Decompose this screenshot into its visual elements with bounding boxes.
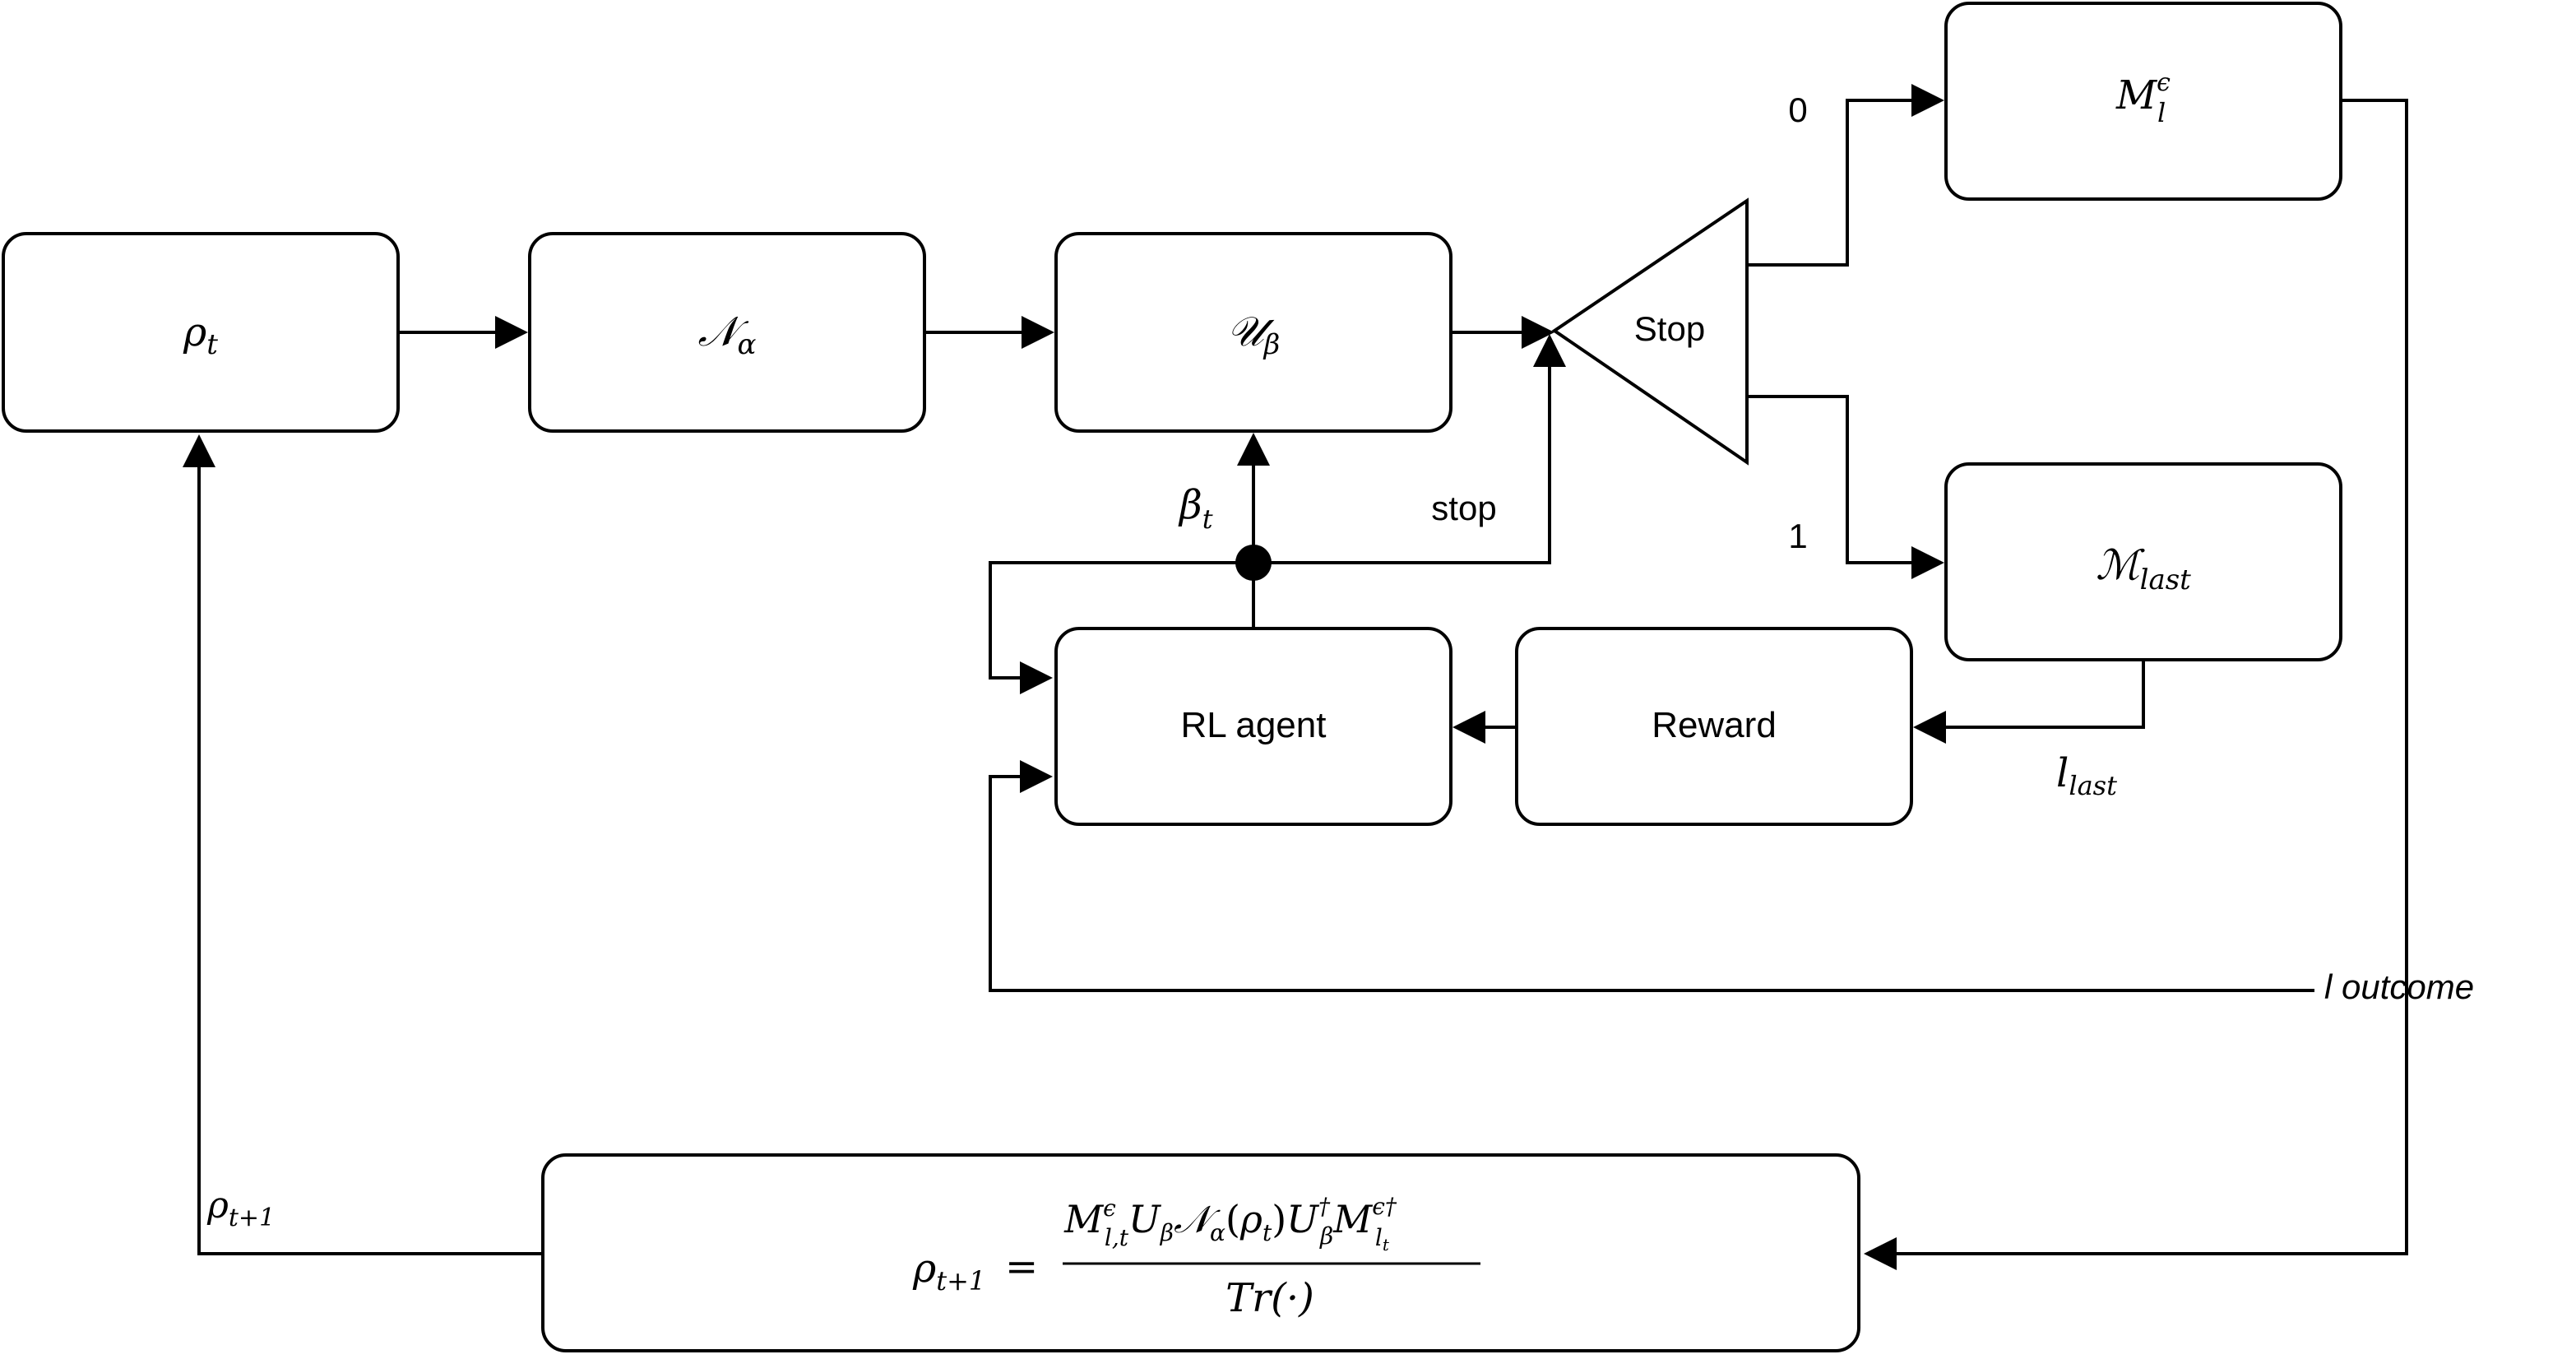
node-rho-t-sub: t (206, 328, 218, 361)
edge-stop-to-meas-last (1747, 395, 1944, 579)
svg-text:ρt: ρt (183, 309, 218, 361)
edge-outcome-to-agent (989, 760, 2314, 992)
node-rl-agent-label: RL agent (1181, 705, 1327, 745)
node-meas-eps-symbol: M (2115, 72, 2158, 118)
label-l-last: llast (2056, 750, 2117, 801)
node-noise-sub: α (737, 328, 756, 361)
label-beta-t-symbol: β (1178, 482, 1202, 528)
node-unitary[interactable]: 𝒰β (1054, 232, 1452, 433)
edge-junction-to-stop (1253, 334, 1566, 564)
label-rho-next: ρt+1 (206, 1185, 275, 1232)
label-stop-signal: stop (1431, 489, 1496, 527)
edge-update-to-rho (183, 434, 543, 1255)
label-beta-t-sub: t (1202, 503, 1213, 535)
node-unitary-sub: β (1263, 328, 1281, 361)
wires (183, 84, 2408, 1270)
edge-junction-to-agent (989, 561, 1253, 694)
svg-text:Mϵl: Mϵl (2115, 68, 2171, 128)
label-l-last-symbol: l (2056, 750, 2069, 796)
node-stop[interactable]: Stop (1551, 197, 1749, 466)
node-rho-t-symbol: ρ (183, 309, 206, 355)
node-meas-last-sub: last (2140, 564, 2192, 596)
node-noise[interactable]: 𝒩α (528, 232, 926, 433)
update-lhs-symbol: ρ (912, 1245, 936, 1292)
svg-text:ρt+1: ρt+1 (912, 1245, 985, 1296)
label-beta-t: βt (1178, 482, 1213, 535)
edge-meas-last-to-reward (1913, 661, 2145, 744)
junction-dot (1235, 545, 1272, 581)
node-meas-last[interactable]: ℳlast (1944, 462, 2342, 661)
label-rho-next-symbol: ρ (206, 1185, 229, 1227)
node-stop-label: Stop (1634, 309, 1705, 348)
label-branch-0: 0 (1788, 90, 1807, 129)
node-meas-last-symbol: ℳ (2096, 541, 2145, 589)
svg-text:ℳlast: ℳlast (2096, 541, 2191, 596)
label-l-last-sub: last (2069, 770, 2117, 801)
edge-meas-eps-to-update (1864, 99, 2408, 1270)
update-denominator: Tr(·) (1225, 1275, 1314, 1321)
label-branch-1: 1 (1788, 517, 1807, 555)
label-rho-next-sub: t+1 (229, 1204, 275, 1232)
node-rl-agent[interactable]: RL agent (1054, 627, 1452, 826)
node-rho-t[interactable]: ρt (2, 232, 400, 433)
update-lhs-sub: t+1 (936, 1265, 985, 1296)
node-reward-label: Reward (1652, 705, 1777, 745)
node-meas-eps-sup: ϵ (2157, 68, 2171, 97)
update-equals: = (1005, 1244, 1038, 1290)
node-reward[interactable]: Reward (1515, 627, 1913, 826)
node-meas-eps-sub: l (2157, 97, 2166, 128)
edge-stop-to-meas-eps (1747, 84, 1944, 267)
label-l-outcome: l outcome (2324, 967, 2474, 1006)
